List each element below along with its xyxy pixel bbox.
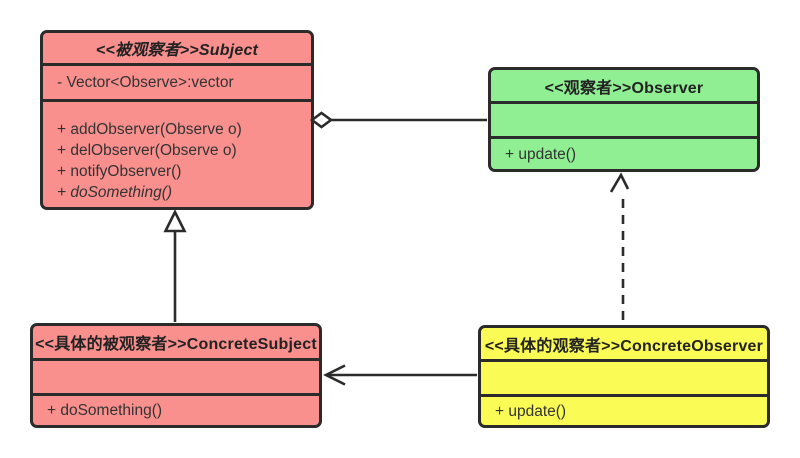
- class-attributes-observer: [491, 101, 757, 136]
- class-attributes-concrete-subject: [33, 358, 319, 393]
- class-methods-subject: + addObserver(Observe o) + delObserver(O…: [43, 99, 311, 207]
- class-methods-concrete-subject: + doSomething(): [33, 393, 319, 425]
- class-title-observer: <<观察者>>Observer: [544, 79, 704, 97]
- aggregation-diamond-icon: [309, 111, 334, 129]
- generalization-triangle-icon: [163, 209, 187, 233]
- class-title-concrete-subject: <<具体的被观察者>>ConcreteSubject: [35, 336, 317, 353]
- attribute-line: - Vector<Observe>:vector: [57, 74, 234, 91]
- class-methods-observer: + update(): [491, 136, 757, 169]
- class-attributes-concrete-observer: [481, 359, 767, 394]
- dependency-arrowhead-icon: [609, 172, 630, 193]
- method-line: + update(): [505, 145, 577, 163]
- class-methods-concrete-observer: + update(): [481, 394, 767, 425]
- class-box-subject: <<被观察者>>Subject - Vector<Observe>:vector…: [40, 30, 314, 210]
- class-box-concrete-subject: <<具体的被观察者>>ConcreteSubject + doSomething…: [30, 323, 322, 428]
- method-line: + doSomething(): [47, 402, 163, 419]
- association-arrowhead-icon: [323, 364, 346, 386]
- class-title-subject: <<被观察者>>Subject: [95, 42, 259, 59]
- method-line: + update(): [495, 402, 567, 420]
- class-box-observer: <<观察者>>Observer + update(): [488, 67, 760, 172]
- method-line: + delObserver(Observe o): [57, 142, 237, 159]
- method-line: + notifyObserver(): [57, 163, 182, 180]
- class-box-concrete-observer: <<具体的观察者>>ConcreteObserver + update(): [478, 325, 770, 428]
- method-line-abstract: + doSomething(): [57, 184, 173, 201]
- method-line: + addObserver(Observe o): [57, 121, 242, 138]
- class-title-concrete-observer: <<具体的观察者>>ConcreteObserver: [484, 337, 764, 355]
- class-attributes-subject: - Vector<Observe>:vector: [43, 63, 311, 99]
